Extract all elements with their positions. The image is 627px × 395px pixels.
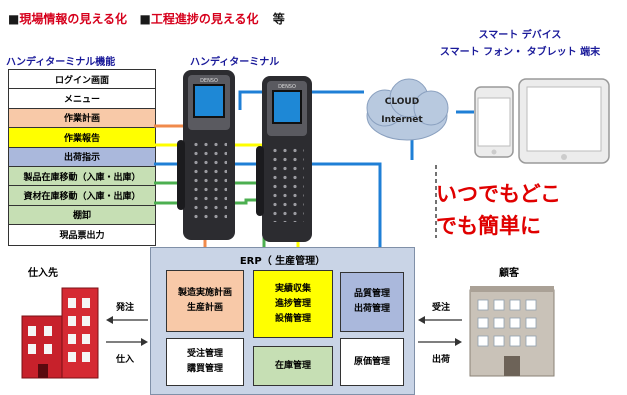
terminal-2-keypad — [270, 146, 304, 222]
smart-devices-title-line1: スマート デバイス — [478, 30, 562, 41]
header-bullet-2: ■ — [139, 12, 151, 26]
line-cloud-blue — [238, 90, 364, 110]
module-order-line2: 購買管理 — [186, 364, 223, 374]
supplier-title: 仕入先 — [28, 268, 58, 279]
erp-module-inventory: 在庫管理 — [253, 346, 333, 386]
handy-terminal-1: DENSO — [177, 70, 235, 240]
module-progress-line1: 実績収集 — [274, 283, 311, 294]
module-cost-line1: 原価管理 — [353, 356, 390, 367]
terminal-title: ハンディターミナル — [190, 57, 280, 68]
module-production-plan-line1: 製造実施計画 — [177, 288, 232, 298]
erp-title: ERP（ 生産管理） — [239, 256, 326, 267]
module-progress-line3: 設備管理 — [274, 313, 311, 324]
cloud-icon — [366, 78, 449, 141]
supplier-receive-label: 仕入 — [116, 355, 135, 365]
erp-module-progress: 実績収集 進捗管理 設備管理 — [253, 270, 333, 338]
catchphrase-line1: いつでもどこ — [436, 182, 561, 206]
cloud-label-line1: CLOUD — [384, 97, 420, 107]
cloud-label-line2: Internet — [381, 115, 423, 125]
module-progress-line2: 進捗管理 — [274, 298, 311, 309]
supplier-building-icon — [21, 287, 99, 379]
header-item-visibility-progress: 工程進捗の見える化 — [150, 12, 259, 26]
erp-module-production-plan: 製造実施計画 生産計画 — [166, 270, 244, 332]
erp-module-quality: 品質管理 出荷管理 — [340, 272, 404, 332]
module-quality-line2: 出荷管理 — [353, 304, 390, 314]
supplier-arrows — [106, 316, 148, 346]
terminal-1-brand: DENSO — [200, 78, 218, 84]
function-row-product-stock: 製品在庫移動（入庫・出庫） — [9, 166, 155, 187]
function-row-inventory-count: 棚卸 — [9, 205, 155, 226]
function-row-material-stock: 資材在庫移動（入庫・出庫） — [9, 186, 155, 206]
module-production-plan-line2: 生産計画 — [186, 303, 223, 313]
functions-title: ハンディターミナル機能 — [6, 57, 116, 68]
module-order-line1: 受注管理 — [186, 349, 223, 359]
functions-table: ログイン画面 メニュー 作業計画 作業報告 出荷指示 製品在庫移動（入庫・出庫）… — [8, 69, 156, 246]
function-row-label-output: 現品票出力 — [9, 225, 155, 245]
tablet-icon — [518, 78, 610, 164]
terminal-2-brand: DENSO — [278, 84, 296, 90]
function-row-work-report: 作業報告 — [9, 128, 155, 148]
header-bullet-1: ■ — [8, 12, 20, 26]
customer-receive-order-label: 受注 — [432, 303, 451, 313]
header-title: ■現場情報の見える化 ■工程進捗の見える化 等 — [8, 10, 285, 27]
header-item-visibility-site: 現場情報の見える化 — [19, 12, 127, 26]
smart-devices-title-line2: スマート フォン・ タブレット 端末 — [439, 47, 601, 58]
catchphrase: いつでもどこ でも簡単に — [436, 178, 561, 242]
terminal-1-keypad — [191, 140, 227, 220]
cloud-label: CLOUD Internet — [362, 93, 442, 129]
smart-devices-title: スマート デバイス スマート フォン・ タブレット 端末 — [410, 27, 627, 61]
module-inventory-line1: 在庫管理 — [274, 360, 311, 371]
function-row-shipping: 出荷指示 — [9, 147, 155, 167]
header-etc: 等 — [272, 12, 285, 26]
terminal-1-screen — [193, 84, 225, 118]
erp-module-order: 受注管理 購買管理 — [166, 338, 244, 386]
function-row-login: ログイン画面 — [9, 70, 155, 90]
customer-arrows — [418, 316, 462, 346]
function-row-menu: メニュー — [9, 89, 155, 109]
terminal-2-screen — [272, 90, 302, 124]
customer-ship-label: 出荷 — [432, 355, 451, 365]
catchphrase-line2: でも簡単に — [436, 214, 541, 238]
handy-terminal-2: DENSO — [256, 76, 312, 242]
smartphone-icon — [474, 86, 514, 158]
supplier-order-label: 発注 — [116, 303, 135, 313]
function-row-work-plan: 作業計画 — [9, 108, 155, 129]
module-quality-line1: 品質管理 — [353, 289, 390, 299]
customer-title: 顧客 — [499, 268, 519, 279]
erp-module-cost: 原価管理 — [340, 338, 404, 386]
customer-building-icon — [469, 286, 555, 377]
